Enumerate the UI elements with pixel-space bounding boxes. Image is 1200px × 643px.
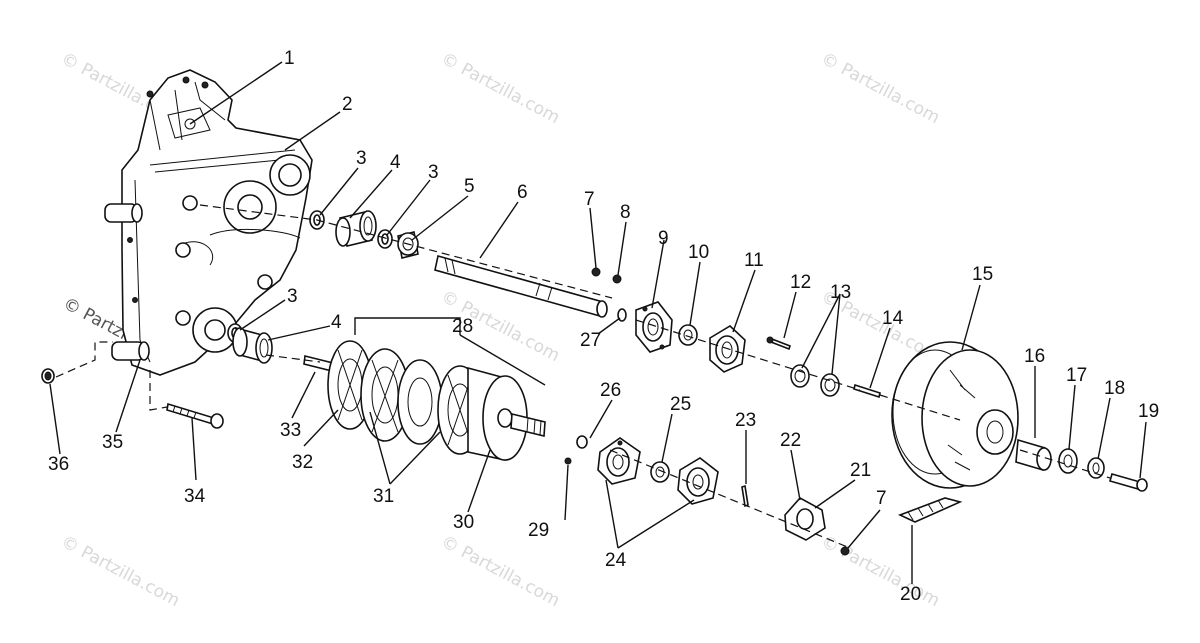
callout-22: 22: [780, 430, 801, 451]
watermark: © Partzilla.com: [818, 49, 943, 128]
callout-23: 23: [735, 410, 756, 431]
upper-small-parts: [591, 267, 622, 284]
callout-27: 27: [580, 330, 601, 351]
callout-2: 2: [342, 94, 353, 115]
callout-19: 19: [1138, 401, 1159, 422]
callout-26: 26: [600, 380, 621, 401]
callout-35: 35: [102, 432, 123, 453]
callout-24: 24: [605, 550, 627, 571]
callout-1: 1: [284, 48, 295, 69]
callout-12: 12: [790, 272, 811, 293]
callout-30: 30: [453, 512, 474, 533]
lower-shaft-group: [227, 323, 346, 375]
callout-11: 11: [744, 250, 764, 271]
callout-13: 13: [830, 282, 851, 303]
callout-9: 9: [658, 228, 669, 249]
callout-4: 4: [331, 312, 342, 333]
watermark: © Partzilla.com: [58, 532, 183, 611]
callout-4: 4: [390, 152, 401, 173]
watermark: © Partzilla.com: [438, 49, 563, 128]
callout-3: 3: [356, 148, 367, 169]
callout-8: 8: [620, 202, 631, 223]
washers-and-pin: [790, 364, 881, 399]
alignment-lines: [55, 204, 1111, 549]
callout-15: 15: [972, 264, 993, 285]
drive-belt: [897, 497, 963, 523]
callout-31: 31: [373, 486, 394, 507]
callout-21: 21: [850, 460, 871, 481]
driven-clutch: [891, 341, 1019, 489]
upper-bearing-group: [635, 301, 791, 373]
callout-3: 3: [287, 286, 298, 307]
chaincase-housing: [104, 69, 313, 376]
callout-6: 6: [517, 182, 528, 203]
callout-14: 14: [882, 308, 904, 329]
callout-7: 7: [584, 189, 595, 210]
clutch-hardware: [1015, 438, 1148, 492]
callout-34: 34: [184, 486, 206, 507]
callout-7: 7: [876, 488, 887, 509]
callout-17: 17: [1066, 365, 1087, 386]
watermark: © Partzilla.com: [818, 532, 943, 611]
callout-18: 18: [1104, 378, 1125, 399]
callout-28: 28: [452, 316, 473, 337]
callout-32: 32: [292, 452, 313, 473]
callout-25: 25: [670, 394, 691, 415]
watermark: © Partzilla.com: [438, 532, 563, 611]
callout-16: 16: [1024, 346, 1045, 367]
callouts: 1 2 3 4 3 5 6 7 8 9 10 11 12 13 14 15 16…: [48, 48, 1159, 605]
callout-3: 3: [428, 162, 439, 183]
sprocket-stack: [327, 340, 588, 465]
callout-10: 10: [688, 242, 709, 263]
callout-36: 36: [48, 454, 69, 475]
callout-20: 20: [900, 584, 921, 605]
callout-5: 5: [464, 176, 475, 197]
leader-lines: [49, 61, 1147, 584]
callout-29: 29: [528, 520, 549, 541]
callout-33: 33: [280, 420, 301, 441]
housing-fasteners: [41, 368, 224, 429]
